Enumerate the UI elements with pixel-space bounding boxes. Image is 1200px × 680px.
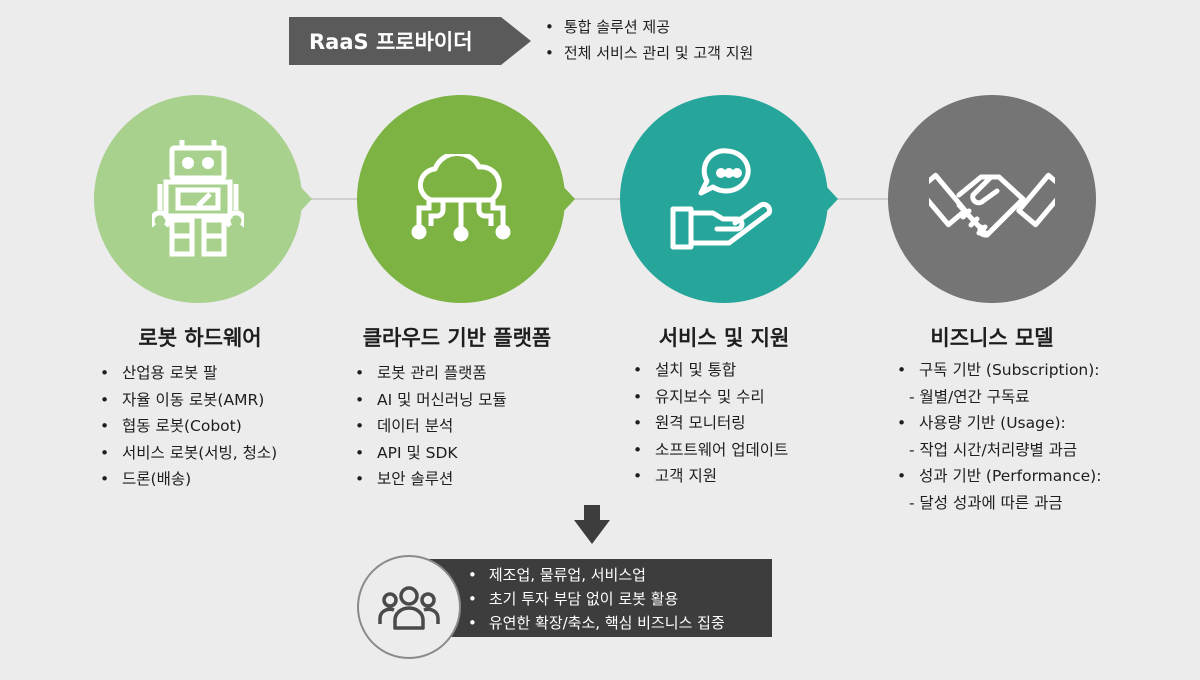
list-item: 데이터 분석 [355,413,507,440]
support-hand-icon [670,148,773,250]
connector-line [230,198,990,200]
robot-hardware-pointer [298,184,312,214]
list-item: AI 및 머신러닝 모듈 [355,387,507,414]
raas-bullet: 전체 서비스 관리 및 고객 지원 [545,40,753,66]
business-model-item: 성과 기반 (Performance): [897,463,1101,490]
robot-icon [152,140,244,257]
service-support-circle [620,95,828,303]
list-item: 서비스 로봇(서빙, 청소) [100,440,277,467]
raas-provider-badge: RaaS 프로바이더 [289,17,501,65]
cloud-network-icon [411,154,511,242]
cloud-platform-circle [357,95,565,303]
list-item: 설치 및 통합 [633,357,788,384]
list-item: API 및 SDK [355,440,507,467]
business-model-subitem: - 달성 성과에 따른 과금 [909,493,1063,512]
customer-benefit: 유연한 확장/축소, 핵심 비즈니스 집중 [468,611,725,635]
list-item: 산업용 로봇 팔 [100,360,277,387]
service-support-list: 설치 및 통합 유지보수 및 수리 원격 모니터링 소프트웨어 업데이트 고객 … [633,357,788,490]
list-item: 보안 솔루션 [355,466,507,493]
service-support-title: 서비스 및 지원 [658,326,790,350]
business-model-item: 사용량 기반 (Usage): [897,410,1101,437]
list-item: 로봇 관리 플랫폼 [355,360,507,387]
robot-hardware-list: 산업용 로봇 팔 자율 이동 로봇(AMR) 협동 로봇(Cobot) 서비스 … [100,360,277,493]
cloud-platform-title: 클라우드 기반 플랫폼 [362,326,552,350]
list-item: 자율 이동 로봇(AMR) [100,387,277,414]
customer-benefit: 초기 투자 부담 없이 로봇 활용 [468,587,725,611]
list-item: 유지보수 및 수리 [633,384,788,411]
list-item: 고객 지원 [633,463,788,490]
business-model-title: 비즈니스 모델 [930,326,1054,350]
service-support-pointer [824,184,838,214]
business-model-item: 구독 기반 (Subscription): [897,357,1101,384]
raas-provider-bullets: 통합 솔루션 제공 전체 서비스 관리 및 고객 지원 [545,14,753,66]
people-group-icon [378,586,440,630]
list-item: 협동 로봇(Cobot) [100,413,277,440]
business-model-circle [888,95,1096,303]
raas-arrow [501,17,531,65]
down-arrow-shaft [584,505,600,521]
handshake-icon [929,172,1055,238]
customer-benefit: 제조업, 물류업, 서비스업 [468,563,725,587]
business-model-subitem: - 작업 시간/처리량별 과금 [909,440,1078,459]
business-model-list: 구독 기반 (Subscription): - 월별/연간 구독료 사용량 기반… [897,357,1101,516]
raas-bullet: 통합 솔루션 제공 [545,14,753,40]
raas-provider-title: RaaS 프로바이더 [309,30,473,54]
business-model-subitem: - 월별/연간 구독료 [909,387,1030,406]
robot-hardware-title: 로봇 하드웨어 [138,326,262,350]
robot-hardware-circle [94,95,302,303]
cloud-platform-pointer [561,184,575,214]
list-item: 드론(배송) [100,466,277,493]
cloud-platform-list: 로봇 관리 플랫폼 AI 및 머신러닝 모듈 데이터 분석 API 및 SDK … [355,360,507,493]
list-item: 원격 모니터링 [633,410,788,437]
list-item: 소프트웨어 업데이트 [633,437,788,464]
customer-benefits-list: 제조업, 물류업, 서비스업 초기 투자 부담 없이 로봇 활용 유연한 확장/… [468,563,725,635]
customer-group-circle [357,555,461,659]
down-arrow-icon [574,520,610,544]
